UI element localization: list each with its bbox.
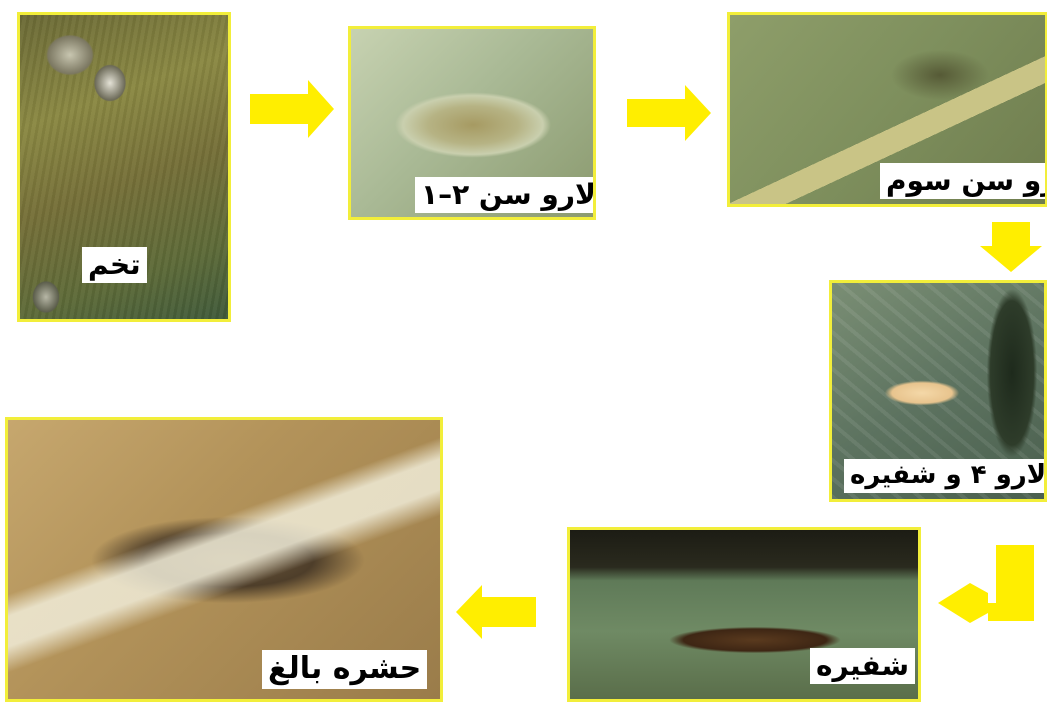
arrow-down-icon xyxy=(980,222,1042,272)
adult-stage-panel: حشره بالغ xyxy=(5,417,443,702)
arrow-left-icon xyxy=(456,585,536,639)
larva-instar-3-label: لارو سن سوم xyxy=(880,163,1047,199)
larva-4-and-pupa-label: لارو ۴ و شفیره xyxy=(844,459,1047,493)
adult-stage-label: حشره بالغ xyxy=(262,650,427,689)
larva-4-and-pupa-panel: لارو ۴ و شفیره xyxy=(829,280,1047,502)
arrow-right-icon xyxy=(627,85,711,141)
pupa-stage-label: شفیره xyxy=(810,648,915,684)
egg-stage-label: تخم xyxy=(82,247,147,283)
elbow-arrow-icon xyxy=(938,545,1034,623)
arrow-right-icon xyxy=(250,80,334,138)
larva-instar-1-2-label: لارو سن ۲–۱ xyxy=(415,177,596,213)
egg-stage-panel: تخم xyxy=(17,12,231,322)
larva-instar-3-panel: لارو سن سوم xyxy=(727,12,1047,207)
larva-instar-1-2-panel: لارو سن ۲–۱ xyxy=(348,26,596,220)
pupa-stage-panel: شفیره xyxy=(567,527,921,702)
